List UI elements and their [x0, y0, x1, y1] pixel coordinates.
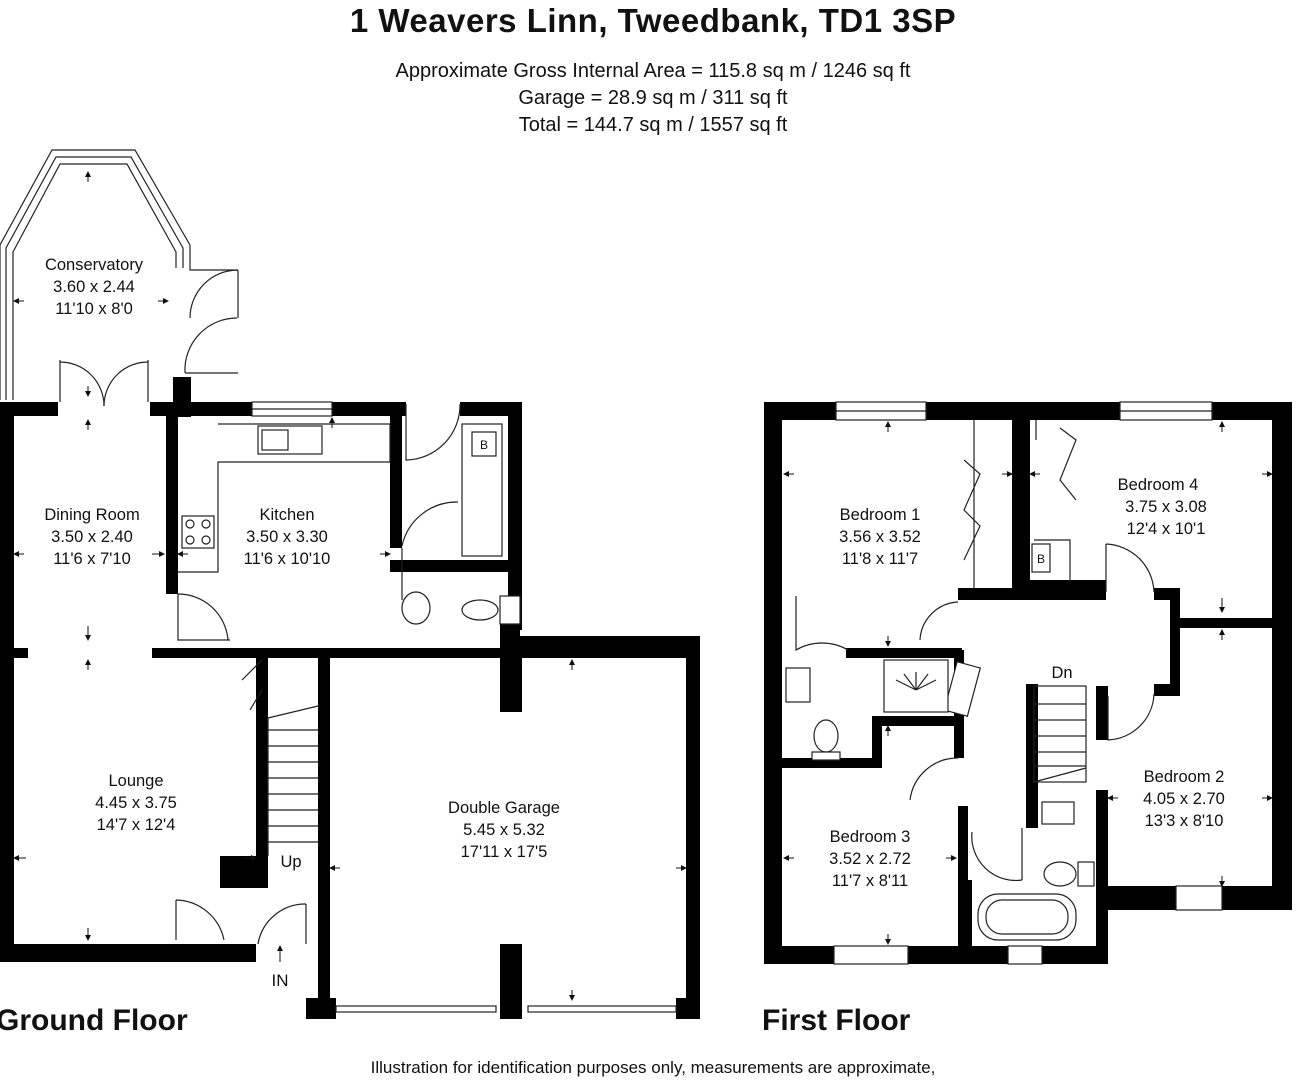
dining-room-name: Dining Room — [44, 506, 139, 524]
bedroom2-metric: 4.05 x 2.70 — [1143, 790, 1225, 808]
stairs-down-label: Dn — [1051, 664, 1072, 682]
bedroom1-metric: 3.56 x 3.52 — [839, 528, 921, 546]
lounge-name: Lounge — [108, 772, 163, 790]
kitchen-metric: 3.50 x 3.30 — [246, 528, 328, 546]
kitchen-name: Kitchen — [259, 506, 314, 524]
gross-internal-area: Approximate Gross Internal Area = 115.8 … — [395, 60, 911, 82]
first-dimension-arrows — [783, 421, 1273, 945]
bedroom4-imperial: 12'4 x 10'1 — [1127, 520, 1206, 538]
entrance-label: IN — [272, 971, 289, 990]
area-summary: Approximate Gross Internal Area = 115.8 … — [0, 58, 1306, 139]
bedroom1-imperial: 11'8 x 11'7 — [842, 550, 918, 568]
lounge-imperial: 14'7 x 12'4 — [97, 816, 176, 834]
conservatory-metric: 3.60 x 2.44 — [53, 278, 135, 296]
bedroom4-metric: 3.75 x 3.08 — [1125, 498, 1207, 516]
bedroom3-name: Bedroom 3 — [830, 828, 911, 846]
ground-floor-walls — [0, 377, 700, 1019]
first-floor-plan: B — [762, 401, 1292, 1037]
conservatory-name: Conservatory — [45, 256, 144, 274]
first-floor-fixtures — [785, 659, 1095, 941]
bedroom1-name: Bedroom 1 — [840, 506, 921, 524]
garage-metric: 5.45 x 5.32 — [463, 821, 545, 839]
dining-room-imperial: 11'6 x 7'10 — [53, 550, 131, 568]
ground-staircase — [267, 705, 319, 856]
first-staircase — [1033, 685, 1087, 783]
garage-area: Garage = 28.9 sq m / 311 sq ft — [518, 87, 788, 109]
plan-title: 1 Weavers Linn, Tweedbank, TD1 3SP — [349, 2, 957, 39]
first-boiler-label: B — [1037, 552, 1045, 566]
conservatory-imperial: 11'10 x 8'0 — [55, 300, 133, 318]
lounge-metric: 4.45 x 3.75 — [95, 794, 177, 812]
disclaimer-text: Illustration for identification purposes… — [370, 1058, 936, 1077]
bedroom3-metric: 3.52 x 2.72 — [829, 850, 911, 868]
first-floor-walls — [764, 402, 1292, 964]
ground-floor-openings — [175, 401, 677, 1013]
stairs-up-label: Up — [280, 853, 301, 871]
bedroom4-name: Bedroom 4 — [1118, 476, 1199, 494]
ground-boiler-label: B — [480, 438, 488, 452]
bedroom3-imperial: 11'7 x 8'11 — [832, 872, 908, 890]
garage-name: Double Garage — [448, 799, 560, 817]
dining-room-metric: 3.50 x 2.40 — [51, 528, 133, 546]
first-floor-openings: B — [795, 401, 1223, 965]
bedroom2-imperial: 13'3 x 8'10 — [1145, 812, 1224, 830]
first-floor-label: First Floor — [762, 1004, 911, 1037]
bedroom2-name: Bedroom 2 — [1144, 768, 1225, 786]
total-area: Total = 144.7 sq m / 1557 sq ft — [518, 114, 788, 136]
kitchen-imperial: 11'6 x 10'10 — [244, 550, 331, 568]
ground-dimension-arrows — [13, 171, 687, 1001]
ground-floor-plan: B — [0, 149, 700, 1037]
kitchen-fixtures: B — [178, 423, 521, 625]
garage-imperial: 17'11 x 17'5 — [461, 843, 548, 861]
ground-floor-label: Ground Floor — [0, 1004, 188, 1037]
conservatory-glazing — [0, 149, 239, 407]
